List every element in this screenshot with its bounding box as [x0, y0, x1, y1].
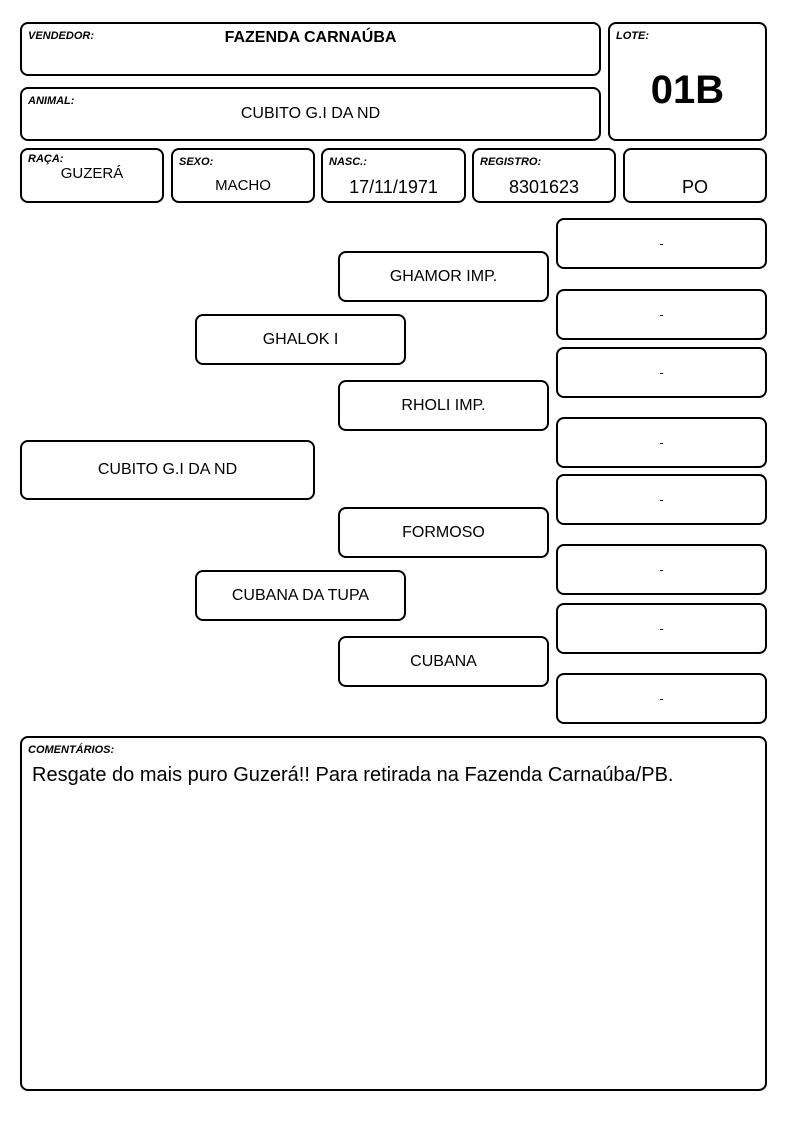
pedigree-dam: CUBANA DA TUPA [195, 570, 406, 621]
pedigree-sire-dam: RHOLI IMP. [338, 380, 549, 431]
comments-label: COMENTÁRIOS: [28, 744, 115, 756]
pedigree-animal: CUBITO G.I DA ND [20, 440, 315, 500]
pedigree-great-grandparent: - [556, 673, 767, 724]
pedigree-great-grandparent: - [556, 603, 767, 654]
comments-box: COMENTÁRIOS: Resgate do mais puro Guzerá… [20, 736, 767, 1091]
pedigree-great-grandparent: - [556, 289, 767, 340]
nasc-label: NASC.: [329, 156, 367, 168]
raca-label: RAÇA: [28, 153, 64, 165]
animal-value: CUBITO G.I DA ND [240, 105, 381, 122]
categoria-value: PO [681, 177, 708, 197]
pedigree-great-grandparent: - [556, 218, 767, 269]
pedigree-great-grandparent: - [556, 417, 767, 468]
pedigree-sire-sire: GHAMOR IMP. [338, 251, 549, 302]
vendedor-value: FAZENDA CARNAÚBA [224, 29, 397, 46]
raca-box: RAÇA: GUZERÁ [20, 148, 164, 203]
sexo-label: SEXO: [179, 156, 214, 168]
lote-label: LOTE: [616, 30, 649, 42]
animal-label: ANIMAL: [28, 95, 75, 107]
vendedor-box: VENDEDOR: FAZENDA CARNAÚBA [20, 22, 601, 76]
pedigree-great-grandparent: - [556, 347, 767, 398]
sexo-value: MACHO [215, 177, 271, 194]
pedigree-great-grandparent: - [556, 544, 767, 595]
nasc-box: NASC.: 17/11/1971 [321, 148, 466, 203]
lote-value: 01B [650, 68, 725, 112]
pedigree-great-grandparent: - [556, 474, 767, 525]
registro-value: 8301623 [508, 177, 580, 197]
registro-label: REGISTRO: [480, 156, 542, 168]
lote-box: LOTE: 01B [608, 22, 767, 141]
vendedor-label: VENDEDOR: [28, 30, 95, 42]
registro-box: REGISTRO: 8301623 [472, 148, 616, 203]
animal-box: ANIMAL: CUBITO G.I DA ND [20, 87, 601, 141]
pedigree-dam-dam: CUBANA [338, 636, 549, 687]
nasc-value: 17/11/1971 [349, 177, 438, 197]
comments-text: Resgate do mais puro Guzerá!! Para retir… [32, 764, 674, 786]
pedigree-sire: GHALOK I [195, 314, 406, 365]
sexo-box: SEXO: MACHO [171, 148, 315, 203]
categoria-box: PO [623, 148, 767, 203]
pedigree-dam-sire: FORMOSO [338, 507, 549, 558]
raca-value: GUZERÁ [60, 165, 124, 182]
